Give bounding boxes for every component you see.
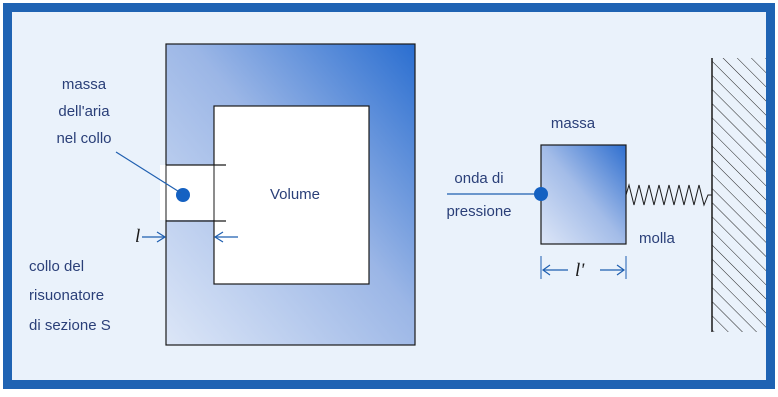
neck-length-symbol: l (135, 226, 140, 247)
wall-hatch (712, 58, 766, 332)
spring (625, 183, 712, 207)
air-mass-leader-line (115, 151, 182, 194)
volume-label: Volume (270, 186, 320, 203)
air-mass-label-3: nel collo (56, 130, 111, 147)
pressure-label-2: pressione (446, 203, 511, 220)
resonator-neck (160, 165, 220, 220)
mass-length-arrow-right (600, 264, 626, 276)
neck-length-arrow-right (213, 231, 238, 243)
air-mass-dot (176, 188, 190, 202)
neck-label-1: collo del (29, 258, 84, 275)
mass-length-arrow-left (541, 264, 568, 276)
mass-block (540, 144, 627, 245)
air-mass-label-2: dell'aria (58, 103, 110, 120)
resonator-cavity (213, 105, 370, 285)
mass-spring-analog: massa onda di pressione molla l' (446, 58, 766, 332)
neck-label-3: di sezione S (29, 317, 111, 334)
pressure-point-dot (534, 187, 548, 201)
pressure-label-1: onda di (454, 170, 503, 187)
resonator: massa dell'aria nel collo Volume l collo… (29, 43, 416, 346)
air-mass-label-1: massa (62, 76, 107, 93)
spring-label: molla (639, 230, 676, 247)
neck-length-arrow-left (142, 231, 167, 243)
mass-label: massa (551, 115, 596, 132)
mass-length-symbol: l' (575, 260, 585, 281)
neck-label-2: risuonatore (29, 287, 104, 304)
